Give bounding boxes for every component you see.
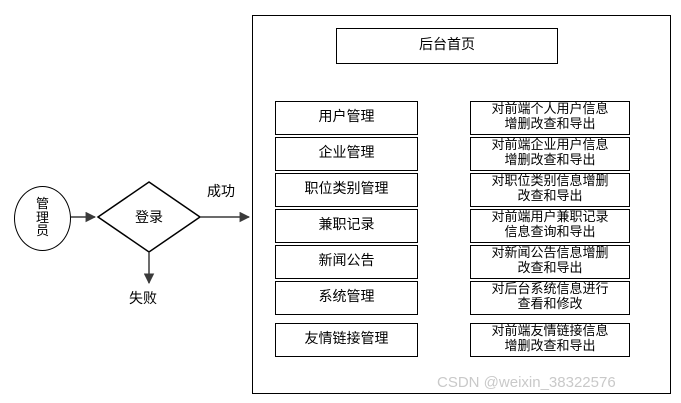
desc-line-1: 对职位类别信息增删 (491, 174, 609, 190)
admin-actor-ellipse[interactable]: 管 理 员 (14, 186, 71, 251)
desc-line-2: 信息查询和导出 (504, 225, 596, 240)
desc-line-1: 对前端友情链接信息 (491, 324, 609, 340)
desc-line-1: 对新闻公告信息增删 (491, 246, 609, 262)
edge-label-fail: 失败 (129, 291, 157, 307)
desc-box-parttime-record[interactable]: 对前端用户兼职记录 信息查询和导出 (470, 209, 630, 243)
desc-line-1: 对前端用户兼职记录 (491, 210, 609, 226)
desc-box-enterprise-management[interactable]: 对前端企业用户信息 增删改查和导出 (470, 137, 630, 171)
admin-actor-line-1: 管 (35, 197, 49, 213)
desc-line-2: 改查和导出 (517, 261, 583, 276)
csdn-watermark: CSDN @weixin_38322576 (437, 374, 616, 391)
desc-box-job-category[interactable]: 对职位类别信息增删 改查和导出 (470, 173, 630, 207)
menu-label: 兼职记录 (318, 217, 375, 234)
menu-box-news-announcement[interactable]: 新闻公告 (275, 245, 418, 279)
menu-box-friend-link[interactable]: 友情链接管理 (275, 323, 418, 357)
desc-line-1: 对前端个人用户信息 (491, 102, 609, 118)
panel-title-label: 后台首页 (419, 37, 475, 54)
admin-actor-line-2: 理 (35, 210, 49, 226)
desc-box-friend-link[interactable]: 对前端友情链接信息 增删改查和导出 (470, 323, 630, 357)
menu-label: 系统管理 (318, 289, 375, 306)
login-decision-label: 登录 (135, 210, 163, 226)
edge-label-success: 成功 (207, 184, 235, 200)
menu-label: 用户管理 (318, 109, 375, 126)
panel-title-box[interactable]: 后台首页 (336, 28, 558, 64)
menu-label: 友情链接管理 (304, 331, 389, 348)
desc-line-1: 对后台系统信息进行 (491, 282, 609, 298)
desc-line-2: 增删改查和导出 (504, 153, 596, 168)
desc-line-2: 改查和导出 (517, 189, 583, 204)
menu-box-job-category[interactable]: 职位类别管理 (275, 173, 418, 207)
desc-line-2: 查看和修改 (517, 297, 583, 312)
desc-box-news-announcement[interactable]: 对新闻公告信息增删 改查和导出 (470, 245, 630, 279)
menu-label: 新闻公告 (318, 253, 375, 270)
desc-box-user-management[interactable]: 对前端个人用户信息 增删改查和导出 (470, 101, 630, 135)
admin-actor-line-3: 员 (35, 224, 49, 240)
desc-line-2: 增删改查和导出 (504, 339, 596, 354)
menu-box-enterprise-management[interactable]: 企业管理 (275, 137, 418, 171)
menu-box-system-management[interactable]: 系统管理 (275, 281, 418, 315)
desc-line-2: 增删改查和导出 (504, 117, 596, 132)
desc-box-system-management[interactable]: 对后台系统信息进行 查看和修改 (470, 281, 630, 315)
menu-label: 企业管理 (318, 145, 375, 162)
menu-box-user-management[interactable]: 用户管理 (275, 101, 418, 135)
desc-line-1: 对前端企业用户信息 (491, 138, 609, 154)
menu-box-parttime-record[interactable]: 兼职记录 (275, 209, 418, 243)
menu-label: 职位类别管理 (304, 181, 389, 198)
